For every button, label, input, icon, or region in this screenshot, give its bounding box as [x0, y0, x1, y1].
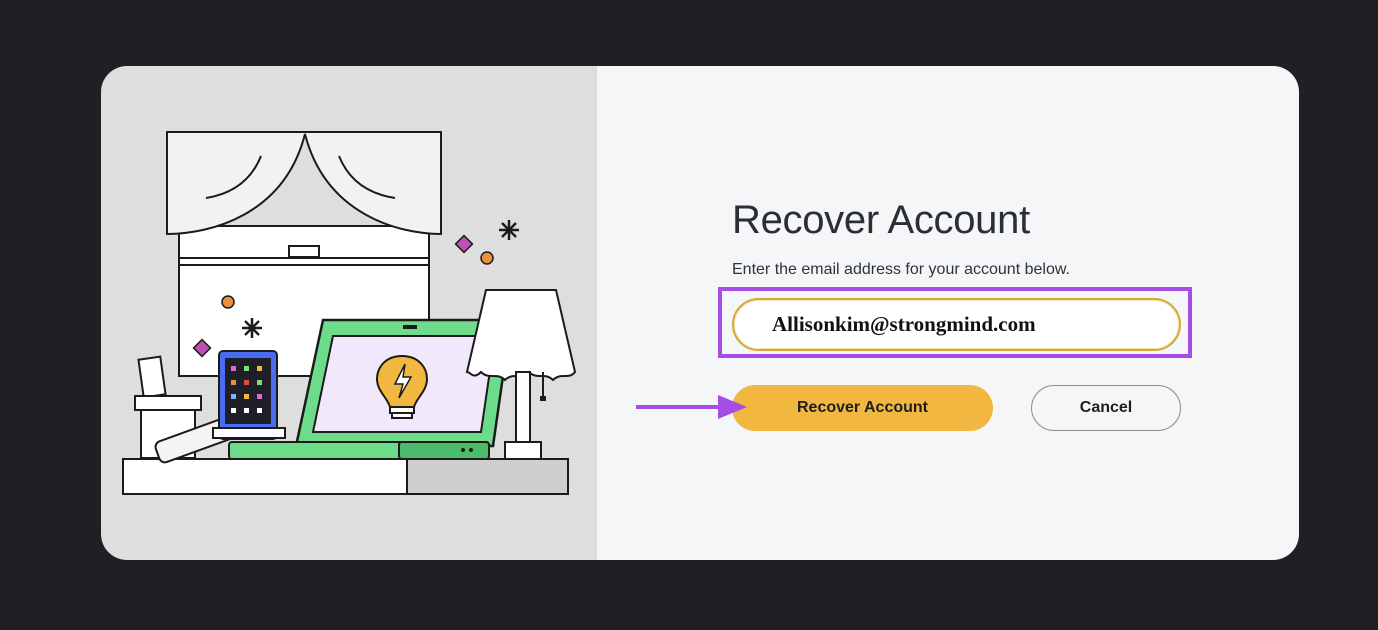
arrow-right-icon [636, 395, 747, 419]
email-highlight-box [718, 287, 1192, 358]
illustration-panel [101, 66, 597, 560]
recover-account-button[interactable]: Recover Account [732, 385, 993, 431]
tablet-icon [212, 350, 286, 440]
email-field[interactable] [732, 298, 1181, 351]
recover-account-dialog: Recover Account Enter the email address … [101, 66, 1299, 560]
cancel-button[interactable]: Cancel [1031, 385, 1181, 431]
recover-form-panel: Recover Account Enter the email address … [597, 66, 1299, 560]
sparkle-icon [192, 220, 519, 358]
form-instructions: Enter the email address for your account… [732, 261, 1070, 278]
page-title: Recover Account [732, 198, 1030, 242]
lamp-icon [465, 289, 577, 460]
lightbulb-icon [375, 354, 429, 419]
study-desk-illustration [122, 131, 577, 495]
